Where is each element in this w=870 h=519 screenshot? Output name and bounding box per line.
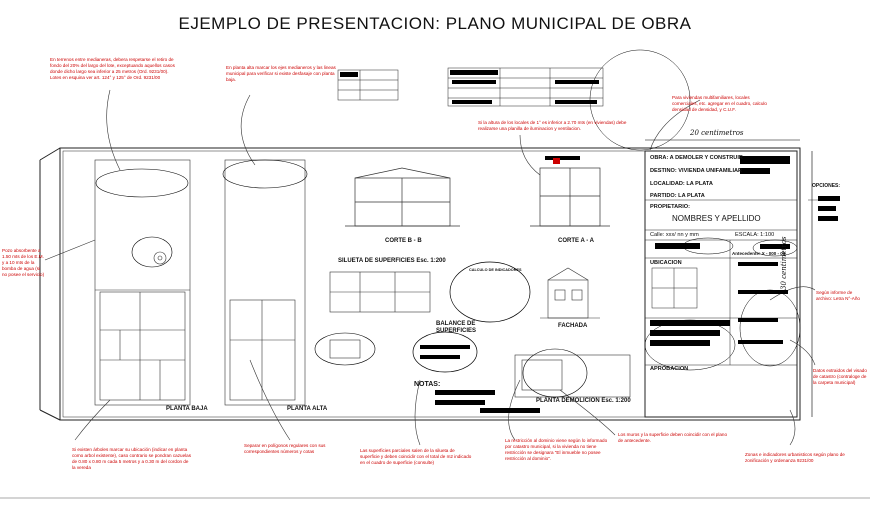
title-block-frame <box>644 150 798 418</box>
tb-opciones: OPCIONES: <box>812 183 841 189</box>
note-bottom-superficies: Las superficies parciales salen de la si… <box>360 448 472 465</box>
tb-aprobacion: APROBACION <box>650 366 689 372</box>
note-left-pozo: Pozo absorbente a 1.50 mts de los E.M. y… <box>2 248 45 277</box>
tb-localidad: LOCALIDAD: LA PLATA <box>650 181 713 187</box>
tb-antecedente: Antecedente: X - 000 - 00 <box>732 251 786 256</box>
note-top-mid: En planta alta marcar los ejes medianero… <box>226 65 336 82</box>
title-block-lines <box>589 49 801 371</box>
note-top-left: En terrenos entre medianeras, debera res… <box>50 57 175 80</box>
label-corte-bb: CORTE B - B <box>385 238 422 244</box>
top-tables <box>337 67 604 107</box>
note-bottom-muros: Los muros y la superficie deben coincidi… <box>618 432 728 443</box>
sheet-border <box>59 147 801 421</box>
dimension-lines <box>645 139 813 417</box>
label-notas: NOTAS: <box>414 381 441 388</box>
tb-calle: Calle: xxx/ nn y mm <box>650 232 699 238</box>
tb-obra: OBRA: A DEMOLER Y CONSTRUIR <box>650 155 743 161</box>
label-balance: BALANCE DE SUPERFICIES <box>436 321 477 334</box>
label-silueta: SILUETA DE SUPERFICIES Esc. 1:200 <box>338 258 446 264</box>
tb-destino: DESTINO: VIVIENDA UNIFAMILIAR <box>650 168 743 174</box>
note-right-informe: Según informe de archivo: Letra N°-Año <box>816 290 860 301</box>
note-bottom-restriccion: La restricción al dominio viene según lo… <box>505 438 608 461</box>
label-planta-alta: PLANTA ALTA <box>287 406 328 412</box>
demolicion-drawing <box>514 348 631 398</box>
cortes-drawing <box>345 167 610 227</box>
label-planta-baja: PLANTA BAJA <box>166 406 208 412</box>
fachada-drawing <box>540 267 600 319</box>
tb-escala: ESCALA: 1:100 <box>735 232 775 238</box>
note-bottom-arboles: Si existen árboles marcar su ubicación (… <box>72 447 191 470</box>
label-planta-demolicion: PLANTA DEMOLICION Esc. 1:200 <box>536 398 631 404</box>
redaction-bars <box>340 70 840 413</box>
silueta-drawing <box>314 271 431 366</box>
label-corte-aa: CORTE A - A <box>558 238 594 244</box>
note-bottom-zonas: Zonas e indicadores urbanisticos según p… <box>745 452 845 463</box>
tb-partido: PARTIDO: LA PLATA <box>650 193 705 199</box>
page-title: EJEMPLO DE PRESENTACION: PLANO MUNICIPAL… <box>178 14 692 33</box>
note-top-right: Para viviendas multifamiliares, locales … <box>672 95 767 112</box>
label-calculo: CALCULO DE INDICADORES <box>469 268 522 272</box>
planta-baja-drawing <box>94 159 191 406</box>
note-bottom-poligonos: Separar en polígonos regulares con sus c… <box>244 443 326 454</box>
note-mid-top: Si la altura de los locales de 1° es inf… <box>478 120 627 131</box>
dim-horizontal: 20 centimetros <box>690 129 744 137</box>
dim-vertical: 30 centimetros <box>780 236 788 290</box>
calculo-indicadores <box>412 261 531 373</box>
leader-lines <box>44 89 840 446</box>
tb-propietario: PROPIETARIO: <box>650 204 690 210</box>
note-right-datos: Datos extraidos del visado de catastro (… <box>813 368 867 385</box>
label-fachada: FACHADA <box>558 323 588 329</box>
tb-ubicacion: UBICACION <box>650 260 682 266</box>
tb-nombres: NOMBRES Y APELLIDO <box>672 214 761 223</box>
planta-alta-drawing <box>222 159 308 406</box>
